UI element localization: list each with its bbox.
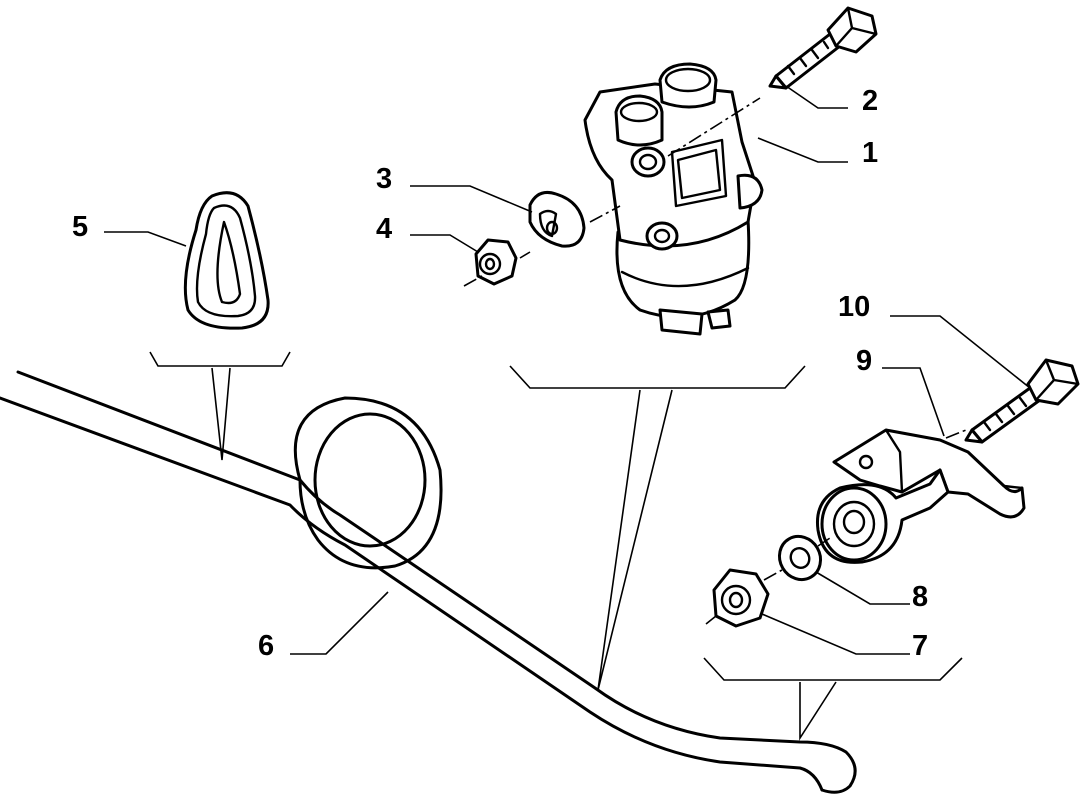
part-1-valve-body bbox=[583, 62, 764, 336]
callout-numbers: 1 2 3 4 5 6 7 8 9 10 bbox=[72, 85, 928, 662]
callout-4: 4 bbox=[376, 213, 392, 245]
part-8-washer bbox=[777, 534, 823, 582]
callout-5: 5 bbox=[72, 211, 88, 243]
callout-9: 9 bbox=[856, 345, 872, 377]
part-3-clip bbox=[528, 190, 586, 248]
part-9-bracket bbox=[815, 428, 1026, 564]
callout-leaders bbox=[104, 85, 1031, 655]
callout-6: 6 bbox=[258, 630, 274, 662]
part-7-nut bbox=[712, 568, 770, 628]
callout-2: 2 bbox=[862, 85, 878, 117]
assembly-axes bbox=[463, 97, 967, 625]
callout-10: 10 bbox=[838, 291, 870, 323]
assembly-brackets bbox=[149, 351, 963, 741]
callout-1: 1 bbox=[862, 137, 878, 169]
callout-3: 3 bbox=[376, 163, 392, 195]
callout-7: 7 bbox=[912, 630, 928, 662]
part-5-bushing bbox=[183, 191, 270, 330]
part-2-bolt bbox=[768, 6, 878, 90]
callout-8: 8 bbox=[912, 581, 928, 613]
part-4-nut bbox=[474, 238, 518, 286]
part-10-bolt bbox=[964, 358, 1080, 444]
part-6-stabilizer-bar bbox=[0, 370, 857, 794]
